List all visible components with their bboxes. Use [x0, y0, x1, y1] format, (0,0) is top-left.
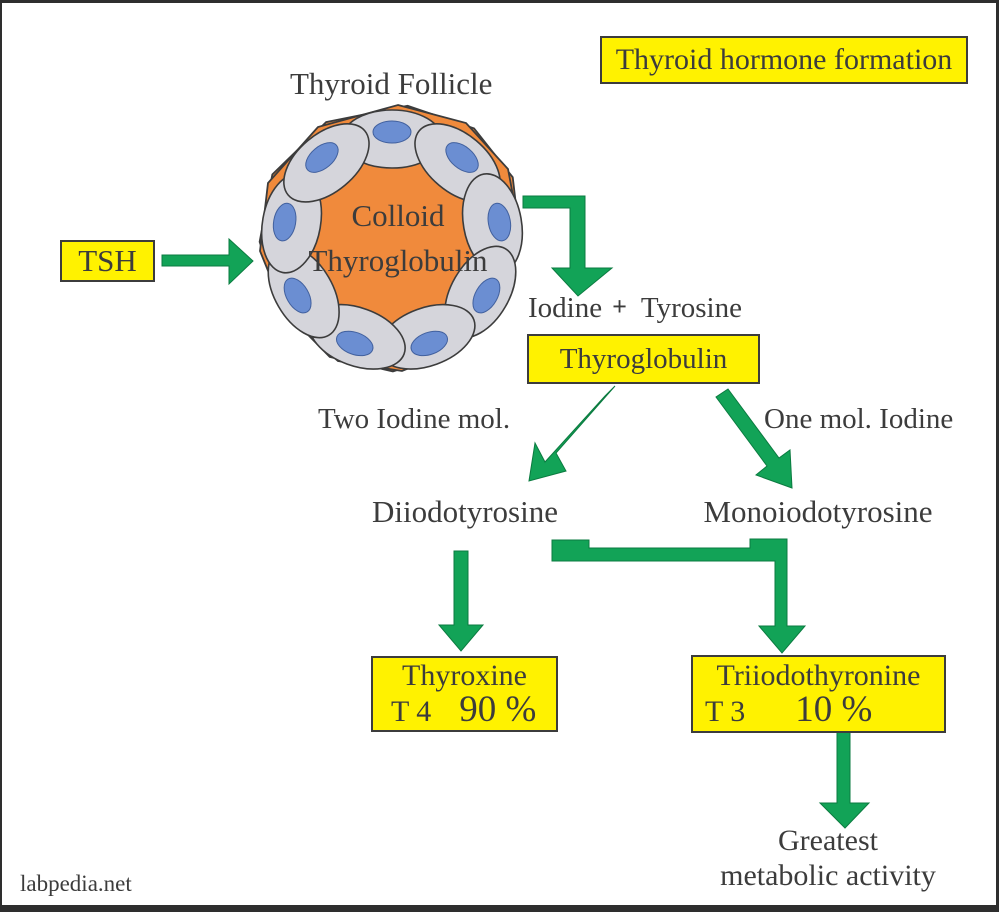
- arrow-t3-to-metabolic-activity: [818, 730, 871, 829]
- colloid-label: Colloid: [351, 198, 445, 233]
- thyroid-follicle-heading: Thyroid Follicle: [290, 66, 493, 101]
- two-iodine-note: Two Iodine mol.: [318, 403, 511, 435]
- thyroglobulin-box: Thyroglobulin: [527, 334, 760, 384]
- t4-symbol: T 4: [391, 695, 432, 728]
- thyroid-follicle-illustration: Colloid Thyroglobulin: [258, 104, 524, 373]
- thyroxine-name: Thyroxine: [402, 659, 527, 692]
- coupling-connector-to-triiodothyronine: [551, 538, 807, 654]
- follicle-cell: [461, 172, 524, 274]
- iodine-plus-tyrosine-line: Iodine + Tyrosine: [528, 292, 742, 325]
- colloid-thyroglobulin-label: Thyroglobulin: [308, 243, 488, 278]
- diagram-title-box: Thyroid hormone formation: [600, 36, 968, 84]
- cell-nucleus: [372, 120, 412, 144]
- cell-nucleus: [305, 142, 339, 173]
- metabolic-activity-note: Greatest metabolic activity: [695, 823, 961, 893]
- t4-share: 90 %: [459, 689, 537, 730]
- cell-nucleus: [272, 202, 297, 242]
- t3-symbol: T 3: [705, 695, 746, 728]
- t3-share: 10 %: [795, 689, 873, 730]
- triiodothyronine-box: Triiodothyronine T 3 10 %: [691, 655, 946, 733]
- cell-nucleus: [410, 330, 449, 357]
- cell-nucleus: [445, 142, 479, 173]
- monoiodotyrosine-label: Monoiodotyrosine: [703, 494, 933, 529]
- diagram-title: Thyroid hormone formation: [615, 43, 953, 76]
- tsh-box: TSH: [60, 240, 155, 282]
- watermark: labpedia.net: [20, 871, 132, 896]
- metabolic-activity-line1: Greatest: [778, 824, 878, 857]
- thyroglobulin-label: Thyroglobulin: [559, 342, 728, 375]
- one-iodine-note: One mol. Iodine: [764, 403, 954, 435]
- arrow-tsh-to-follicle: [161, 237, 254, 286]
- cell-nucleus: [487, 202, 512, 242]
- diiodotyrosine-label: Diiodotyrosine: [372, 494, 558, 529]
- iodine-label: Iodine: [528, 292, 603, 324]
- arrow-diiodotyrosine-to-thyroxine: [437, 550, 485, 652]
- triiodothyronine-name: Triiodothyronine: [716, 659, 921, 692]
- cell-nucleus: [283, 277, 312, 314]
- arrow-to-diiodotyrosine: [528, 385, 616, 482]
- cell-nucleus: [335, 330, 374, 357]
- cell-nucleus: [472, 277, 501, 314]
- follicle-cell: [283, 122, 370, 203]
- thyroxine-box: Thyroxine T 4 90 %: [371, 656, 558, 732]
- tsh-label: TSH: [78, 243, 137, 278]
- tyrosine-label: Tyrosine: [640, 292, 742, 324]
- arrow-follicle-to-iodine: [522, 195, 614, 297]
- metabolic-activity-line2: metabolic activity: [720, 859, 936, 892]
- plus-sign: +: [612, 292, 627, 321]
